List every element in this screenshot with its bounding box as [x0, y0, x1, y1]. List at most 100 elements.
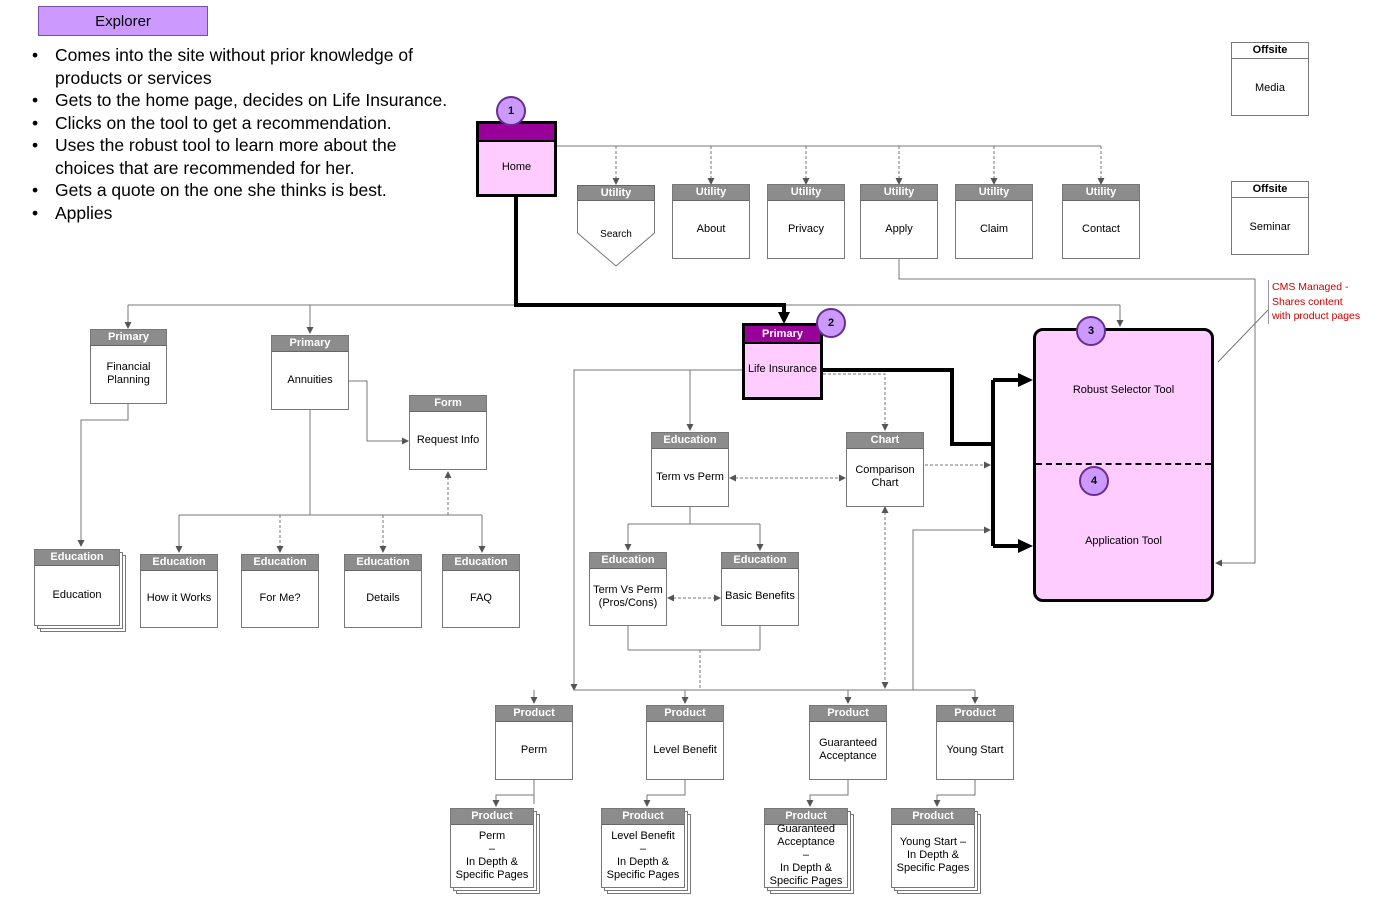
journey-step: Applies: [30, 202, 450, 225]
tools-divider: [1036, 463, 1211, 465]
offsite-header: Offsite: [1232, 43, 1308, 59]
education-header: Education: [141, 555, 217, 571]
primary-financial-planning[interactable]: Primary Financial Planning: [90, 329, 167, 404]
education-details[interactable]: Education Details: [344, 554, 422, 628]
education-for-me[interactable]: Education For Me?: [241, 554, 319, 628]
product-level-benefit[interactable]: Product Level Benefit: [646, 705, 724, 780]
form-request-info[interactable]: Form Request Info: [409, 395, 487, 470]
product-label: Level Benefit: [653, 743, 717, 756]
chart-label: Comparison Chart: [855, 464, 915, 489]
product-detail-header: Product: [451, 809, 533, 825]
product-detail-header: Product: [892, 809, 974, 825]
education-label: Term Vs Perm (Pros/Cons): [593, 583, 663, 609]
primary-life-insurance[interactable]: Primary Life Insurance: [742, 323, 823, 400]
utility-about[interactable]: Utility About: [672, 184, 750, 259]
education-header: Education: [590, 553, 666, 569]
education-header: Education: [652, 433, 728, 449]
product-young-start[interactable]: Product Young Start: [936, 705, 1014, 780]
offsite-label: Seminar: [1249, 221, 1291, 233]
primary-header: Primary: [91, 330, 166, 346]
education-header: Education: [722, 553, 798, 569]
education-term-vs-perm-pros-cons[interactable]: Education Term Vs Perm (Pros/Cons): [589, 552, 667, 626]
offsite-label: Media: [1255, 82, 1285, 94]
product-detail-label: Young Start – In Depth & Specific Pages: [896, 836, 970, 874]
product-detail-label: Level Benefit – In Depth & Specific Page…: [606, 829, 680, 881]
home-header: [479, 124, 554, 142]
robust-selector-tool-label[interactable]: Robust Selector Tool: [1072, 384, 1175, 396]
primary-annuities[interactable]: Primary Annuities: [271, 335, 349, 410]
chart-comparison[interactable]: Chart Comparison Chart: [846, 432, 924, 507]
primary-label: Annuities: [287, 373, 333, 386]
education-label: Term vs Perm: [656, 470, 724, 483]
utility-header: Utility: [673, 185, 749, 201]
utility-header: Utility: [956, 185, 1032, 201]
step-badge: 2: [816, 308, 846, 338]
journey-step: Gets a quote on the one she thinks is be…: [30, 179, 450, 202]
product-header: Product: [810, 706, 886, 722]
application-tool-label[interactable]: Application Tool: [1085, 535, 1162, 547]
offsite-seminar[interactable]: Offsite Seminar: [1231, 181, 1309, 255]
utility-privacy[interactable]: Utility Privacy: [767, 184, 845, 259]
offsite-media[interactable]: Offsite Media: [1231, 42, 1309, 116]
education-stack[interactable]: Education Education: [34, 549, 120, 626]
education-label: How it Works: [146, 592, 212, 604]
home-node[interactable]: Home: [476, 121, 557, 197]
education-term-vs-perm[interactable]: Education Term vs Perm: [651, 432, 729, 507]
utility-contact[interactable]: Utility Contact: [1062, 184, 1140, 259]
primary-label: Life Insurance: [747, 363, 818, 375]
education-header: Education: [345, 555, 421, 571]
user-journey-list: Comes into the site without prior knowle…: [30, 44, 450, 224]
product-header: Product: [496, 706, 572, 722]
education-faq[interactable]: Education FAQ: [442, 554, 520, 628]
journey-step: Comes into the site without prior knowle…: [30, 44, 450, 89]
utility-label: Claim: [979, 222, 1009, 235]
persona-title: Explorer: [38, 6, 208, 36]
utility-header: Utility: [1063, 185, 1139, 201]
product-perm[interactable]: Product Perm: [495, 705, 573, 780]
home-label: Home: [501, 160, 532, 173]
primary-header: Primary: [272, 336, 348, 352]
product-detail-label: Guaranteed Acceptance – In Depth & Speci…: [769, 823, 843, 887]
step-badge: 1: [496, 96, 526, 126]
tools-panel[interactable]: Robust Selector Tool Application Tool: [1033, 328, 1214, 602]
product-detail-guaranteed-acceptance[interactable]: Product Guaranteed Acceptance – In Depth…: [764, 808, 848, 888]
product-header: Product: [937, 706, 1013, 722]
search-header: Utility: [600, 187, 632, 199]
education-label: Education: [52, 588, 102, 601]
primary-header: Primary: [745, 326, 820, 344]
product-label: Young Start: [946, 743, 1004, 756]
product-detail-young-start[interactable]: Product Young Start – In Depth & Specifi…: [891, 808, 975, 888]
product-header: Product: [647, 706, 723, 722]
utility-label: Apply: [885, 222, 913, 235]
search-label: Search: [600, 229, 632, 240]
journey-step: Uses the robust tool to learn more about…: [30, 134, 450, 179]
utility-label: Privacy: [787, 222, 825, 235]
product-guaranteed-acceptance[interactable]: Product Guaranteed Acceptance: [809, 705, 887, 780]
education-header: Education: [242, 555, 318, 571]
product-label: Perm: [520, 743, 548, 756]
utility-header: Utility: [768, 185, 844, 201]
chart-header: Chart: [847, 433, 923, 449]
utility-label: Contact: [1082, 222, 1120, 235]
offsite-header: Offsite: [1232, 182, 1308, 198]
utility-label: About: [696, 222, 726, 235]
step-badge: 3: [1076, 316, 1106, 346]
form-header: Form: [410, 396, 486, 412]
product-detail-header: Product: [602, 809, 684, 825]
education-label: Details: [366, 592, 400, 604]
education-how-it-works[interactable]: Education How it Works: [140, 554, 218, 628]
product-label: Guaranteed Acceptance: [818, 737, 878, 762]
journey-step: Gets to the home page, decides on Life I…: [30, 89, 450, 112]
utility-claim[interactable]: Utility Claim: [955, 184, 1033, 259]
search-node[interactable]: [577, 185, 655, 267]
product-detail-label: Perm – In Depth & Specific Pages: [455, 829, 529, 881]
education-label: Basic Benefits: [725, 590, 795, 602]
education-basic-benefits[interactable]: Education Basic Benefits: [721, 552, 799, 626]
product-detail-header: Product: [765, 809, 847, 825]
form-label: Request Info: [416, 433, 480, 446]
utility-apply[interactable]: Utility Apply: [860, 184, 938, 259]
product-detail-level-benefit[interactable]: Product Level Benefit – In Depth & Speci…: [601, 808, 685, 888]
education-header: Education: [443, 555, 519, 571]
product-detail-perm[interactable]: Product Perm – In Depth & Specific Pages: [450, 808, 534, 888]
